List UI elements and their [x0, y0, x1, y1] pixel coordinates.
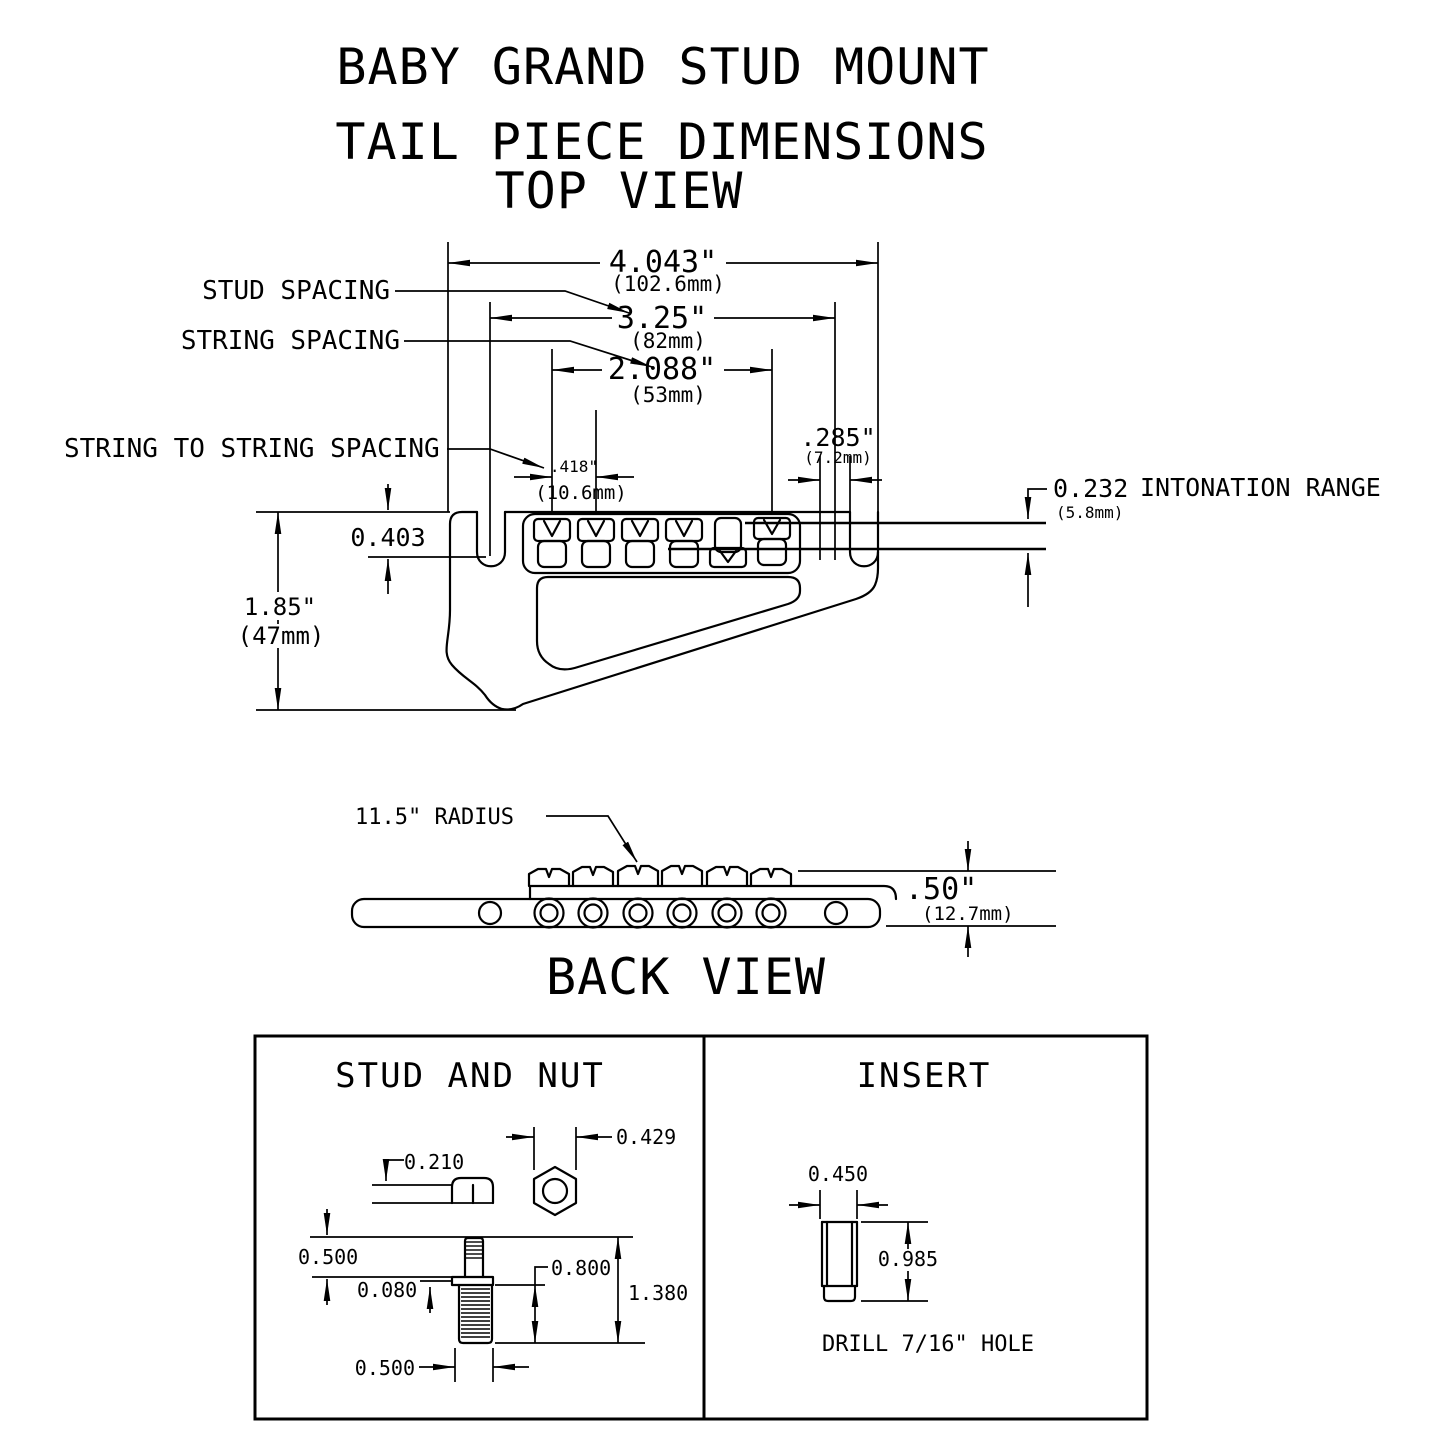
mounting-plate-edge: [528, 884, 898, 901]
title-line1: BABY GRAND STUD MOUNT: [336, 38, 989, 96]
body-outline: [445, 510, 880, 711]
dim-insert-diameter-value: 0.450: [808, 1162, 868, 1186]
stud-flange: [450, 1275, 495, 1287]
dim-offset-in: .285": [800, 423, 875, 452]
saddle-1: [532, 517, 572, 569]
dim-string-mm: (53mm): [630, 383, 706, 407]
dim-nut-width-value: 0.429: [616, 1125, 676, 1149]
saddle-5: [708, 516, 748, 569]
left-stud-slot: [475, 510, 507, 568]
back-view: 11.5" RADIUS: [350, 805, 1056, 1006]
saddle-3: [620, 517, 660, 569]
dim-insert-length: 0.985: [861, 1221, 940, 1302]
dim-sts-in: .418": [550, 457, 598, 476]
top-view-heading: TOP VIEW: [495, 162, 744, 220]
panel-border: [253, 1034, 1149, 1421]
dim-intonation-range: 0.232 INTONATION RANGE (5.8mm): [1024, 473, 1381, 607]
back-view-heading: BACK VIEW: [546, 948, 826, 1006]
top-view: TOP VIEW 4.043" (102.6mm) 3: [64, 162, 1381, 711]
dim-shoulder: 0.500: [298, 1209, 358, 1305]
dim-overall-in: 4.043": [609, 245, 717, 280]
dim-flange: 0.080: [357, 1278, 452, 1313]
stud-hole-right: [823, 900, 849, 926]
dim-intonation-mm: (5.8mm): [1056, 503, 1123, 522]
dim-stud-diameter-value: 0.500: [355, 1356, 415, 1380]
dim-total-length: 1.380: [495, 1237, 688, 1344]
body-threads: [461, 1288, 490, 1338]
string-ferrule-holes: [533, 897, 787, 929]
dim-head-height-value: 0.210: [404, 1150, 464, 1174]
dim-slot-offset: .285" (7.2mm): [788, 423, 882, 484]
stud-hole-left: [477, 900, 503, 926]
dim-back-height-mm: (12.7mm): [922, 903, 1014, 925]
dim-string-to-string: .418" (10.6mm): [514, 457, 634, 504]
label-stud-spacing: STUD SPACING: [202, 276, 390, 306]
top-view-labels: STUD SPACING STRING SPACING STRING TO ST…: [64, 276, 653, 469]
dim-stud-mm: (82mm): [630, 329, 706, 353]
saddle-2: [576, 517, 616, 569]
label-string-to-string: STRING TO STRING SPACING: [64, 434, 440, 464]
dim-front-edge: 0.403: [350, 484, 426, 594]
tailpiece-body-outline: [445, 510, 880, 711]
hex-nut-top-view: [532, 1165, 578, 1217]
stud-panel-heading: STUD AND NUT: [335, 1056, 605, 1096]
saddle-block: [521, 512, 802, 575]
dim-overall-width: 4.043" (102.6mm): [448, 245, 878, 296]
insert-side-view: [820, 1220, 859, 1303]
dim-thread-length-value: 0.800: [551, 1256, 611, 1280]
dim-string-in: 2.088": [608, 352, 716, 387]
stud-threaded-body: [457, 1283, 494, 1345]
dim-overall-mm: (102.6mm): [611, 272, 725, 296]
insert-panel: INSERT 0.450 0.985 DRILL 7/16": [789, 1056, 1034, 1357]
body-inner-cutout: [535, 575, 802, 671]
dim-shoulder-value: 0.500: [298, 1245, 358, 1269]
drawing-title: BABY GRAND STUD MOUNT TAIL PIECE DIMENSI…: [335, 38, 989, 171]
dim-insert-diameter: 0.450: [789, 1162, 888, 1219]
saddles-back-view: [527, 864, 793, 888]
dim-nut-width: 0.429: [506, 1125, 676, 1170]
saddles-top-view: [532, 516, 792, 569]
dim-back-height: .50" (12.7mm): [798, 841, 1056, 957]
post-threads: [466, 1241, 482, 1259]
dim-back-height-in: .50": [905, 872, 977, 907]
dim-depth-mm: (47mm): [238, 622, 325, 650]
dim-depth-in: 1.85": [244, 593, 316, 621]
label-radius: 11.5" RADIUS: [355, 805, 514, 830]
dim-insert-length-value: 0.985: [878, 1247, 938, 1271]
dim-flange-value: 0.080: [357, 1278, 417, 1302]
dim-front-value: 0.403: [350, 523, 425, 552]
stud-side-view: [310, 1236, 633, 1345]
dim-stud-diameter: 0.500: [355, 1348, 529, 1382]
dim-total-length-value: 1.380: [628, 1281, 688, 1305]
insert-panel-heading: INSERT: [857, 1056, 992, 1096]
dim-stud-spacing: 3.25" (82mm): [490, 301, 835, 353]
saddle-6: [752, 516, 792, 567]
dim-stud-in: 3.25": [617, 301, 707, 336]
dim-depth: 1.85" (47mm): [236, 512, 324, 710]
title-line2: TAIL PIECE DIMENSIONS: [335, 113, 988, 171]
right-stud-slot: [848, 510, 880, 568]
dim-sts-mm: (10.6mm): [535, 482, 627, 504]
dim-intonation-label: INTONATION RANGE: [1140, 473, 1381, 502]
base-bar: [350, 897, 882, 929]
top-view-extension-lines: [256, 242, 879, 711]
dim-thread-length: 0.800: [495, 1256, 611, 1343]
label-string-spacing: STRING SPACING: [181, 326, 400, 356]
bar-holes: [477, 897, 849, 929]
dim-head-height: 0.210: [382, 1150, 464, 1181]
dim-string-spacing: 2.088" (53mm): [552, 352, 772, 407]
dim-offset-mm: (7.2mm): [804, 448, 871, 467]
dim-intonation-value: 0.232: [1053, 474, 1128, 503]
stud-panel: STUD AND NUT 0.210 0.429: [298, 1056, 688, 1382]
saddle-4: [664, 517, 704, 569]
insert-drill-note: DRILL 7/16" HOLE: [822, 1332, 1034, 1357]
stud-head-side-view: [372, 1176, 495, 1205]
